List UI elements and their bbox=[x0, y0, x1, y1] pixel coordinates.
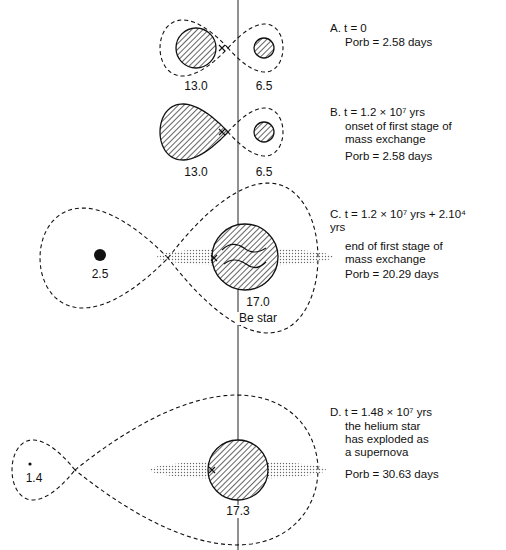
stage-caption: end of first stage of mass exchange bbox=[345, 240, 457, 266]
mass-label: 6.5 bbox=[254, 80, 275, 93]
stage-caption: C. t = 1.2 × 10⁷ yrs + 2.10⁴ yrs bbox=[330, 208, 480, 234]
roche-lobe bbox=[40, 208, 168, 308]
mass-label: 1.4 bbox=[24, 472, 45, 485]
mass-label: 17.0 bbox=[244, 296, 271, 309]
stage-caption: A. t = 0 bbox=[330, 22, 367, 35]
be-star bbox=[208, 440, 268, 500]
helium-star bbox=[94, 249, 106, 261]
mass-label: 2.5 bbox=[90, 268, 111, 281]
mass-label: Be star bbox=[237, 312, 279, 325]
centre-of-mass-marks bbox=[209, 45, 225, 473]
stage-caption: Porb = 2.58 days bbox=[345, 150, 432, 163]
mass-label: 17.3 bbox=[224, 505, 251, 518]
roche-lobe bbox=[160, 20, 228, 76]
stage-caption: B. t = 1.2 × 10⁷ yrs bbox=[330, 106, 425, 119]
primary-star-filling-lobe bbox=[160, 104, 228, 160]
stage-caption: onset of first stage of mass exchange bbox=[345, 120, 457, 146]
neutron-star bbox=[28, 462, 31, 465]
stage-caption: Porb = 2.58 days bbox=[345, 36, 432, 49]
mass-label: 6.5 bbox=[254, 166, 275, 179]
roche-lobe bbox=[228, 24, 283, 72]
stage-caption: the helium star has exploded as a supern… bbox=[345, 420, 433, 459]
be-star bbox=[212, 224, 278, 290]
secondary-star bbox=[254, 122, 274, 142]
be-star-swirl bbox=[222, 244, 266, 267]
mass-label: 13.0 bbox=[182, 166, 209, 179]
stage-caption: Porb = 20.29 days bbox=[345, 268, 439, 281]
roche-lobe bbox=[12, 440, 75, 500]
secondary-star bbox=[254, 38, 274, 58]
stage-caption: D. t = 1.48 × 10⁷ yrs bbox=[330, 406, 432, 419]
roche-lobe bbox=[228, 108, 283, 156]
mass-label: 13.0 bbox=[182, 80, 209, 93]
primary-star bbox=[176, 28, 216, 68]
stars bbox=[28, 28, 333, 500]
stage-caption: Porb = 30.63 days bbox=[345, 468, 439, 481]
